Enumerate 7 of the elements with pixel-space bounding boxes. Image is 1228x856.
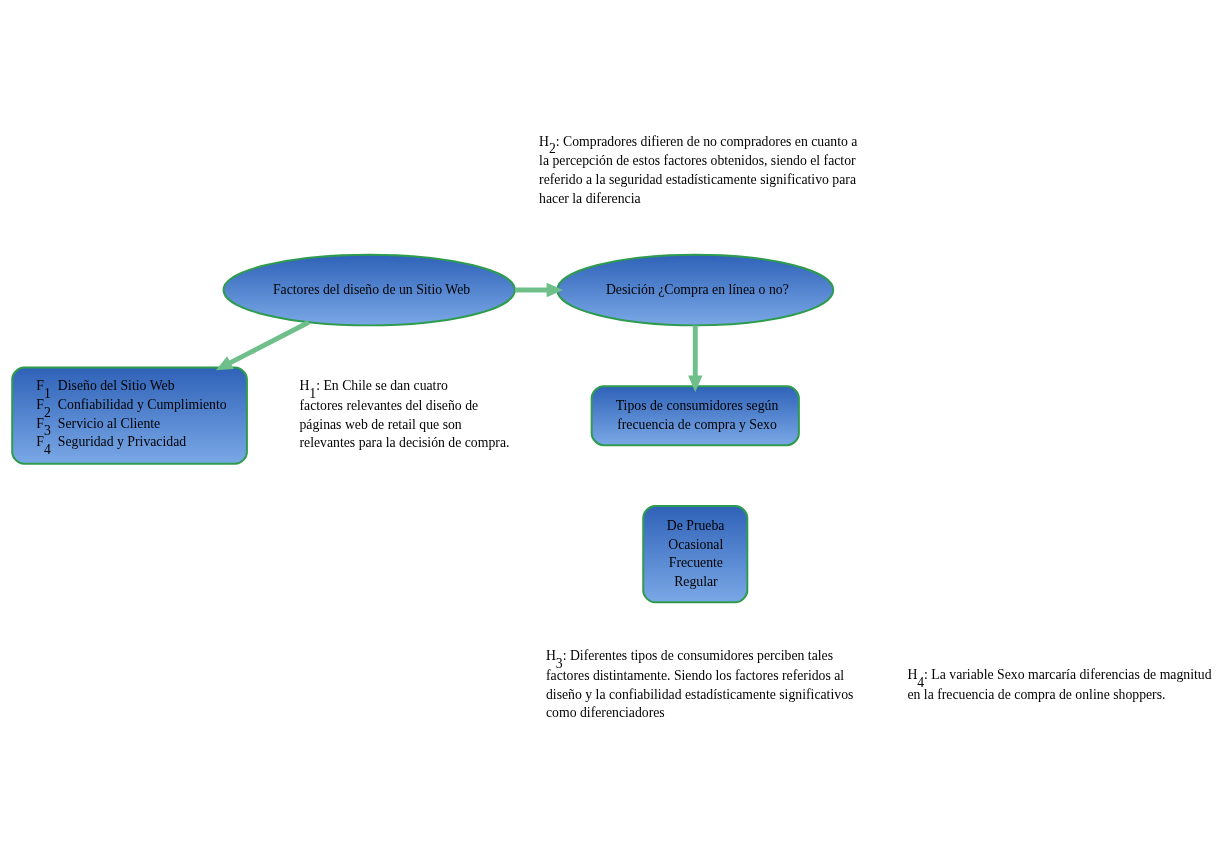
node-box: Tipos de consumidores según frecuencia de compra y Sexo [590,384,800,446]
arrow [688,324,703,392]
node-ellipse: Desición ¿Compra en línea o no? [556,253,835,326]
node-box: De Prueba Ocasional Frecuente Regular [642,504,749,603]
arrow [515,282,564,297]
arrow [215,319,310,370]
node-ellipse: Factores del diseño de un Sitio Web [222,253,516,326]
